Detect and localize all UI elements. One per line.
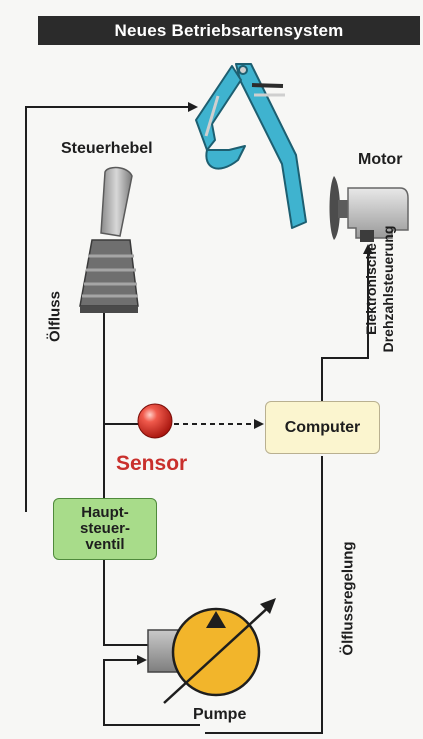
hauptsteuerventil-box: Haupt- steuer- ventil: [53, 498, 157, 560]
motor-label: Motor: [358, 151, 403, 168]
joystick-lever-icon: [79, 166, 139, 313]
excavator-arm-icon: [195, 63, 307, 229]
elektronische-line2: Drehzahlsteuerung: [380, 225, 396, 353]
pump-icon: [147, 598, 276, 704]
steuerhebel-label: Steuerhebel: [61, 140, 153, 157]
sensor-ball-icon: [137, 403, 173, 439]
sensor-label: Sensor: [116, 452, 188, 475]
oelflussregelung-label: Ölflussregelung: [339, 541, 357, 656]
valve-to-pump-line: [103, 555, 150, 646]
oelfluss-label: Ölfluss: [46, 291, 64, 342]
page-title: Neues Betriebsartensystem: [38, 16, 420, 45]
pumpe-label: Pumpe: [193, 706, 247, 723]
engine-motor-icon: [329, 176, 409, 242]
hauptsteuerventil-line3: ventil: [85, 536, 125, 553]
elektronische-drehzahlsteuerung-label: Elektronische Drehzahlsteuerung: [363, 194, 397, 384]
oelfluss-line: [25, 102, 198, 512]
pump-return-line: [103, 655, 200, 726]
hauptsteuerventil-line2: steuer-: [79, 520, 131, 537]
computer-to-motor-line: [321, 244, 373, 405]
oelflussregelung-line: [205, 456, 323, 734]
computer-label: Computer: [284, 418, 361, 436]
elektronische-line1: Elektronische: [363, 243, 379, 335]
computer-box: Computer: [265, 401, 380, 454]
hauptsteuerventil-line1: Haupt-: [81, 504, 129, 521]
